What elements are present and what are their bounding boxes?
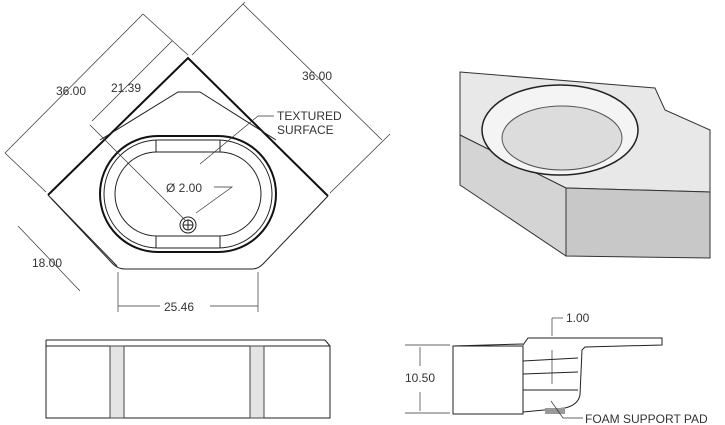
dim-drain: Ø 2.00 xyxy=(166,181,202,195)
isometric-view xyxy=(459,71,711,259)
front-view xyxy=(45,339,331,419)
dim-inner: 21.39 xyxy=(111,81,141,95)
side-view: 10.50 1.00 FOAM SUPPORT PAD xyxy=(405,311,708,425)
dim-height: 10.50 xyxy=(405,371,435,385)
tub-rim xyxy=(99,135,277,253)
tub-basin xyxy=(114,151,262,237)
dim-lip: 1.00 xyxy=(566,311,590,325)
note-textured-1: TEXTURED xyxy=(277,109,342,123)
note-foam-pad: FOAM SUPPORT PAD xyxy=(585,412,708,425)
top-view-back-edges xyxy=(47,56,329,197)
dim-short-side: 18.00 xyxy=(32,256,62,270)
dim-left-side: 36.00 xyxy=(56,84,86,98)
deck-recess xyxy=(99,91,277,141)
top-view-front-edges xyxy=(47,194,329,270)
dim-front-width: 25.46 xyxy=(164,300,194,314)
drain xyxy=(179,216,197,234)
note-textured-2: SURFACE xyxy=(277,123,334,137)
top-view: 36.00 21.39 36.00 18.00 25.46 Ø 2.00 TEX… xyxy=(4,1,391,314)
dim-right-side: 36.00 xyxy=(302,69,332,83)
